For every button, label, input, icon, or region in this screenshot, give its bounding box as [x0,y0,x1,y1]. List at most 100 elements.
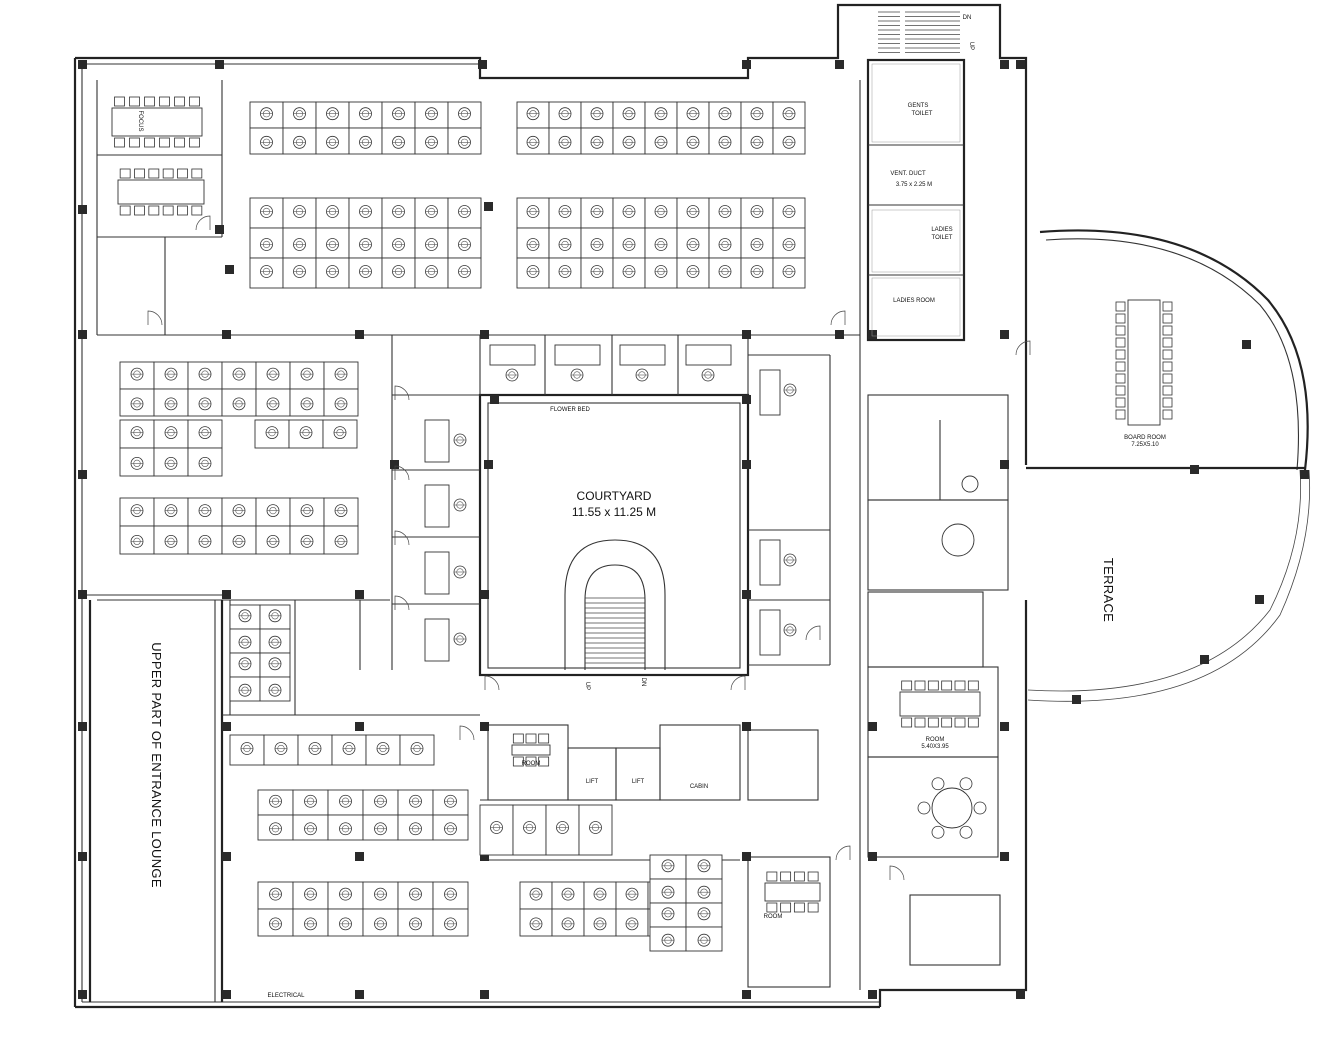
chair [119,168,131,179]
chair [458,135,471,149]
chair [266,397,280,411]
door-swing [889,865,905,881]
chair [238,635,252,649]
chair [392,265,405,278]
door-swing [394,385,410,401]
chair [260,135,273,149]
column [355,722,364,731]
chair [941,680,953,691]
stair-up-label: UP [584,682,590,690]
stair-curve [564,539,666,670]
column [742,395,751,404]
chair [300,504,314,518]
chair [130,535,144,548]
chair [526,238,540,251]
office-desk [424,484,450,528]
chair [453,433,467,447]
chair [505,368,519,382]
column [868,990,877,999]
chair [914,680,926,691]
column [742,60,751,69]
east-room-table [899,691,981,717]
chair [374,917,387,931]
chair [654,107,668,121]
chair [1162,373,1173,384]
chair [654,205,668,218]
chair [622,265,636,278]
chair [1115,397,1126,408]
chair [718,238,732,251]
chair [458,265,471,278]
chair [334,504,348,518]
chair [392,135,405,149]
chair [164,456,178,470]
top-stair-up-label: UP [968,42,974,50]
column [78,722,87,731]
chair [526,265,540,278]
chair [529,887,543,901]
toilet-tile-grids [871,63,961,337]
column [78,205,87,214]
door-swing [394,530,410,546]
chair [425,265,438,278]
board-room-label: BOARD ROOM [1124,435,1166,441]
column [355,852,364,861]
column [480,330,489,339]
chair [198,535,212,548]
column [484,202,493,211]
column [78,852,87,861]
chair [392,205,405,218]
chair [148,168,160,179]
column [78,330,87,339]
stair-courtyard [564,539,666,670]
chair [718,107,732,121]
chair [529,917,543,931]
column [355,590,364,599]
chair [410,742,424,755]
chair [334,535,348,548]
chair [558,135,572,149]
chair [119,205,131,216]
chair [299,426,313,440]
door-swing [459,725,475,741]
room-south-label: ROOM [764,914,783,920]
chair [300,397,314,411]
column [835,330,844,339]
chair [807,871,819,882]
chair [189,96,200,107]
chair [409,794,422,808]
chair [260,205,273,218]
ladies-toilet-label: LADIES [931,227,952,233]
chair [1115,409,1126,420]
chair [308,742,322,755]
chair [444,887,457,901]
chair [941,717,953,728]
chair [526,205,540,218]
chair [1162,361,1173,372]
chair [130,504,144,518]
chair [359,205,372,218]
ladies-room-label: LADIES ROOM [893,298,935,304]
chair [780,871,792,882]
chair [260,107,273,121]
column [222,330,231,339]
chair [177,205,188,216]
door-swing [805,625,821,641]
chair [526,107,540,121]
office-desk [489,344,536,366]
chair [130,397,144,411]
column [742,852,751,861]
door-swing [730,675,746,691]
chair [766,902,778,913]
chair [931,777,945,791]
chair [326,107,339,121]
chair [269,887,282,901]
chair [148,205,160,216]
chair [523,821,536,834]
chair [697,885,711,899]
chair [793,871,805,882]
office-desk [619,344,666,366]
chair [304,887,317,901]
electrical-label: ELECTRICAL [267,993,305,999]
chair [130,367,144,381]
